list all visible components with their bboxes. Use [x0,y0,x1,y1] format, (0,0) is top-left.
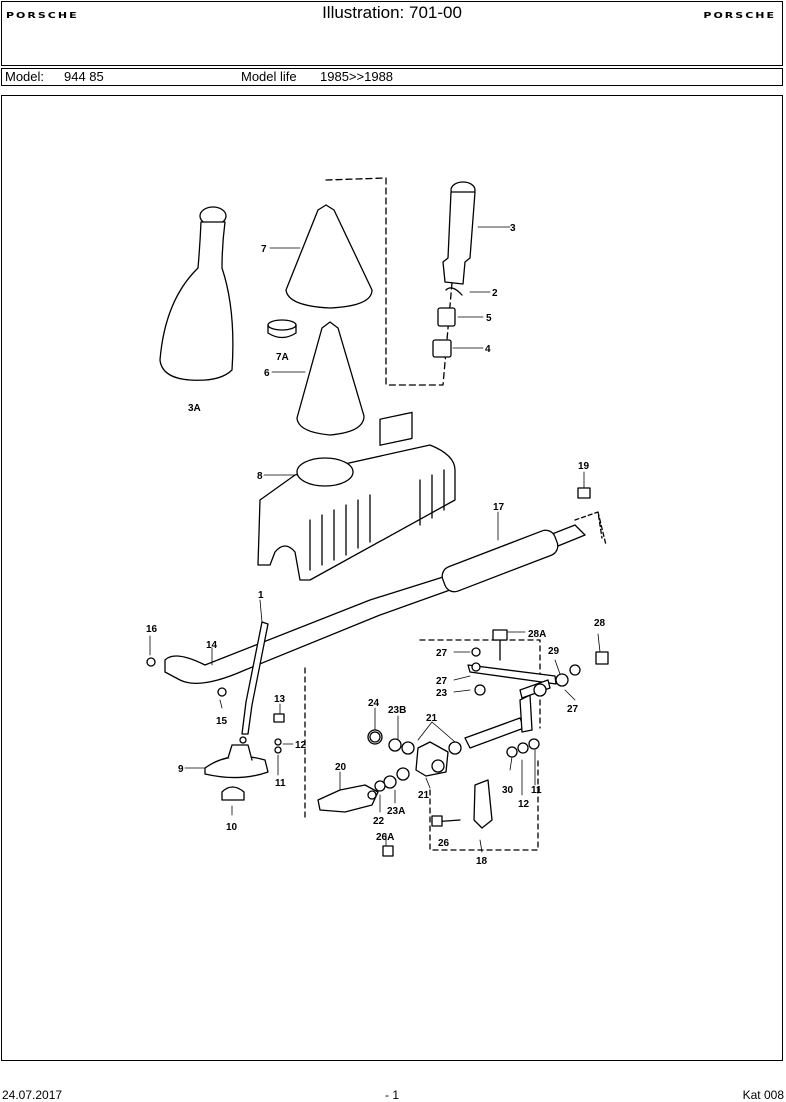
porsche-logo-left: PORSCHE [6,11,79,21]
console-cover-drawing [257,411,456,581]
leader-lines [149,226,601,853]
footer-date: 24.07.2017 [2,1088,63,1102]
callout-label: 7A [276,352,289,363]
page-header: PORSCHE Illustration: 701-00 PORSCHE [1,1,783,66]
illustration-frame [1,95,783,1061]
bushings-drawing [367,729,462,792]
callout-label: 21 [418,790,430,801]
callout-label: 3 [510,223,516,234]
callout-label: 10 [226,822,238,833]
callout-label: 2 [492,288,498,299]
callout-label: 4 [485,344,491,355]
porsche-logo-right: PORSCHE [703,11,776,21]
callout-label: 13 [274,694,286,705]
callout-label: 9 [178,764,184,775]
callout-label: 11 [531,785,542,796]
callout-label: 28 [594,618,606,629]
model-row: Model: 944 85 Model life 1985>>1988 [1,68,783,86]
callout-label: 20 [335,762,347,773]
callout-label: 15 [216,716,228,727]
shift-rod-drawing [164,511,607,684]
callout-label: 18 [476,856,488,867]
callout-label: 21 [426,713,438,724]
model-life-label: Model life [241,69,297,84]
callout-label: 3A [188,403,201,414]
callout-label: 11 [275,778,286,789]
shift-lever-drawing [239,621,269,744]
ring-drawing [267,319,297,339]
callout-label: 26 [438,838,450,849]
callout-label: 12 [518,799,530,810]
callout-label: 14 [206,640,218,651]
callout-label: 28A [528,629,546,640]
callout-label: 7 [261,244,267,255]
lower-cone-boot-drawing [296,321,365,436]
model-label: Model: [5,69,45,84]
selector-lever-drawing [431,694,533,829]
footer-catalog: Kat 008 [742,1088,784,1102]
gear-knob-drawing [385,181,476,386]
callout-label: 5 [486,313,492,324]
callout-label: 1 [258,590,264,601]
callout-label: 16 [146,624,158,635]
model-value: 944 85 [64,69,104,84]
illustration-title: Illustration: 701-00 [322,3,462,22]
link-rods-drawing [467,487,609,699]
callout-label: 23A [387,806,405,817]
callout-label: 22 [373,816,385,827]
upper-cone-boot-drawing [285,177,387,386]
callout-label: 23 [436,688,448,699]
callout-label: 29 [548,646,560,657]
lever-base-drawing [204,744,269,801]
clip-drawing [445,287,463,296]
footer-page-number: - 1 [385,1088,400,1102]
callout-label: 6 [264,368,270,379]
callout-label: 12 [295,740,307,751]
callout-label: 8 [257,471,263,482]
spring-drawing [437,307,456,327]
callout-label: 27 [567,704,579,715]
callout-label: 30 [502,785,514,796]
callout-label: 19 [578,461,590,472]
callout-label: 17 [493,502,505,513]
block-drawing [432,339,452,358]
callout-label: 23B [388,705,406,716]
callout-label: 27 [436,676,448,687]
gear-knob-boot-drawing [159,206,234,381]
callout-label: 24 [368,698,380,709]
model-life-value: 1985>>1988 [320,69,394,84]
fasteners-drawing [146,657,540,857]
callout-labels: 1 2 3 3A 4 5 6 7 7A 8 9 10 11 12 12 13 1… [146,223,606,867]
callout-label: 27 [436,648,448,659]
callout-label: 26A [376,832,394,843]
